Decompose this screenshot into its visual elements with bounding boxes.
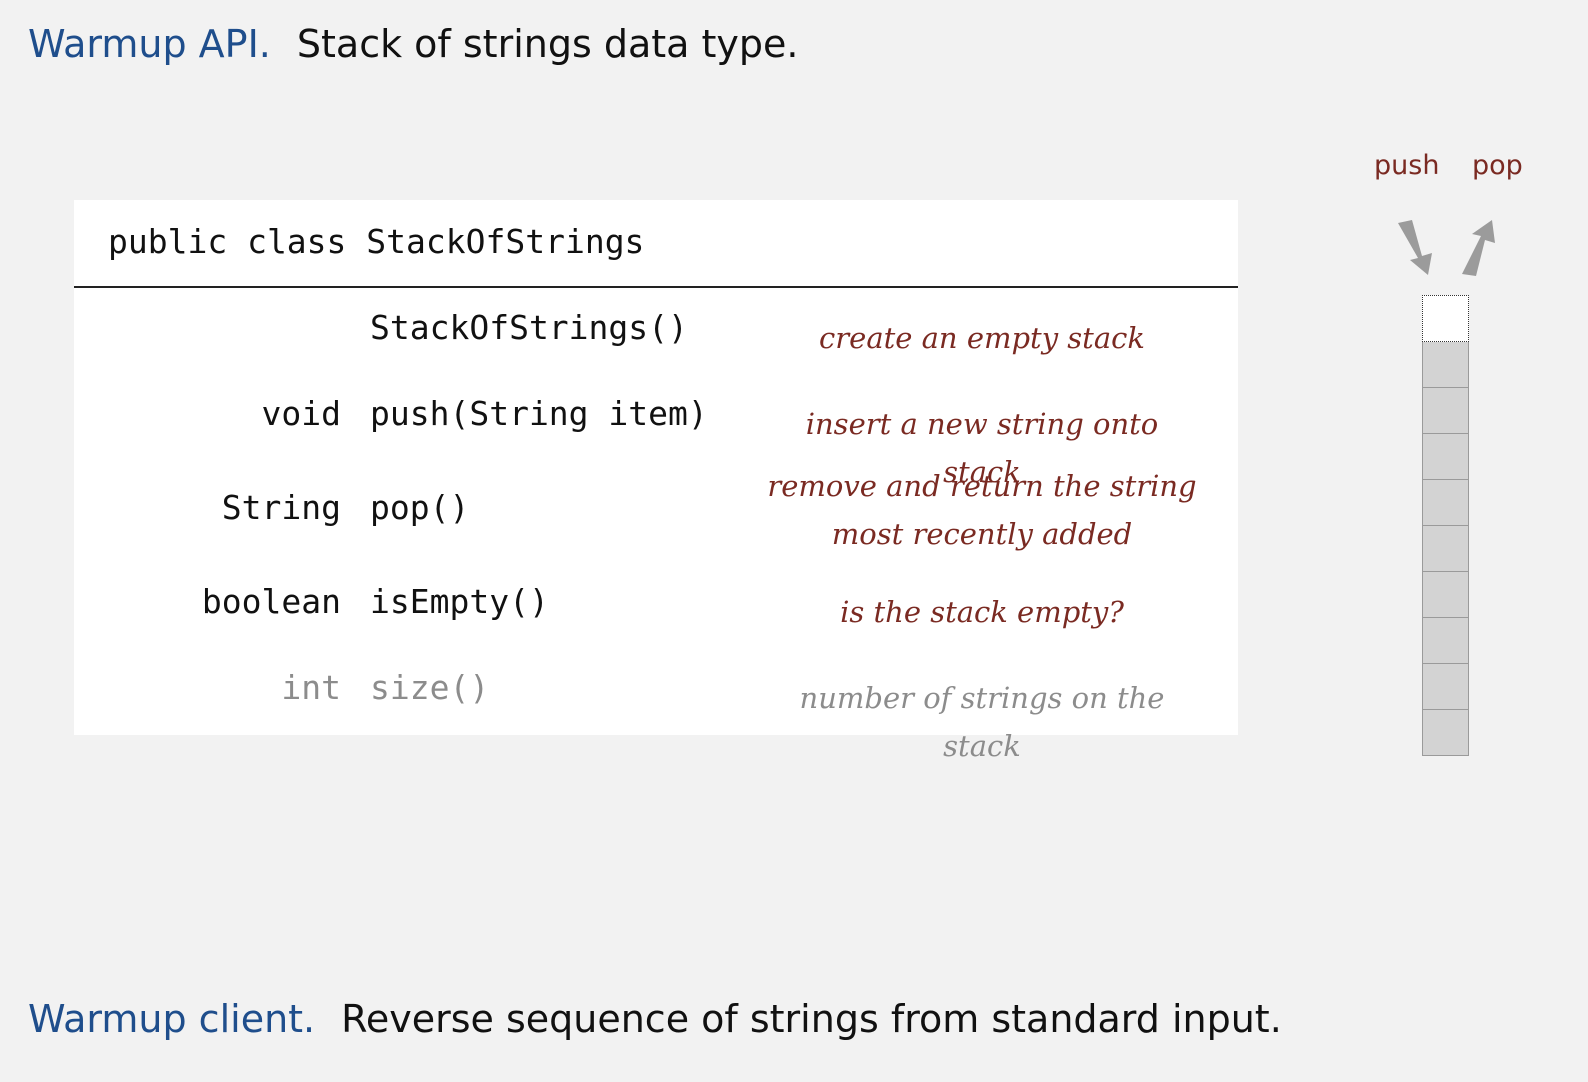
stack-slot-empty xyxy=(1422,295,1469,342)
stack-slot xyxy=(1422,526,1469,572)
stack-slot xyxy=(1422,480,1469,526)
stack-slot xyxy=(1422,572,1469,618)
api-return-type: int xyxy=(281,668,341,707)
api-description: create an empty stack xyxy=(764,314,1200,362)
api-signature: StackOfStrings() xyxy=(370,308,688,347)
api-signature: isEmpty() xyxy=(370,582,549,621)
pop-label: pop xyxy=(1472,150,1523,181)
api-heading: Warmup API. Stack of strings data type. xyxy=(28,22,798,66)
api-description-line: number of strings on the stack xyxy=(799,681,1165,763)
api-description-line: insert a new string onto stack xyxy=(805,407,1159,489)
stack-diagram: push pop xyxy=(1360,150,1560,770)
api-return-type: void xyxy=(261,394,341,433)
api-return-type: String xyxy=(221,488,341,527)
pop-arrow-icon xyxy=(1462,220,1495,276)
api-heading-text: Stack of strings data type. xyxy=(296,22,799,66)
stack-arrows xyxy=(1398,220,1495,276)
stack-slot xyxy=(1422,342,1469,388)
api-heading-lead: Warmup API. xyxy=(28,22,271,66)
api-return-type: boolean xyxy=(201,582,341,621)
stack-slot xyxy=(1422,664,1469,710)
stack-column xyxy=(1422,295,1469,756)
api-signature: pop() xyxy=(370,488,470,527)
stack-slot xyxy=(1422,388,1469,434)
api-divider xyxy=(74,286,1238,288)
stack-slot xyxy=(1422,434,1469,480)
stack-slot xyxy=(1422,618,1469,664)
api-table: public class StackOfStrings StackOfStrin… xyxy=(74,200,1238,763)
push-arrow-icon xyxy=(1398,220,1432,275)
api-description-line: remove and return the string xyxy=(767,469,1197,503)
api-description: is the stack empty? xyxy=(764,588,1200,636)
api-signature: size() xyxy=(370,668,490,707)
client-heading-lead: Warmup client. xyxy=(28,997,316,1041)
api-description-line: most recently added xyxy=(831,517,1133,551)
push-label: push xyxy=(1374,150,1440,181)
client-heading: Warmup client. Reverse sequence of string… xyxy=(28,997,1282,1041)
api-class-header: public class StackOfStrings xyxy=(108,222,645,261)
api-signature: push(String item) xyxy=(370,394,708,433)
api-description: number of strings on the stack xyxy=(764,674,1200,770)
api-description-line: create an empty stack xyxy=(819,321,1145,355)
stack-slot xyxy=(1422,710,1469,756)
api-description-line: is the stack empty? xyxy=(840,595,1124,629)
client-heading-text: Reverse sequence of strings from standar… xyxy=(341,997,1282,1041)
api-description: insert a new string onto stack xyxy=(764,400,1200,496)
api-description: remove and return the string most recent… xyxy=(764,462,1200,558)
